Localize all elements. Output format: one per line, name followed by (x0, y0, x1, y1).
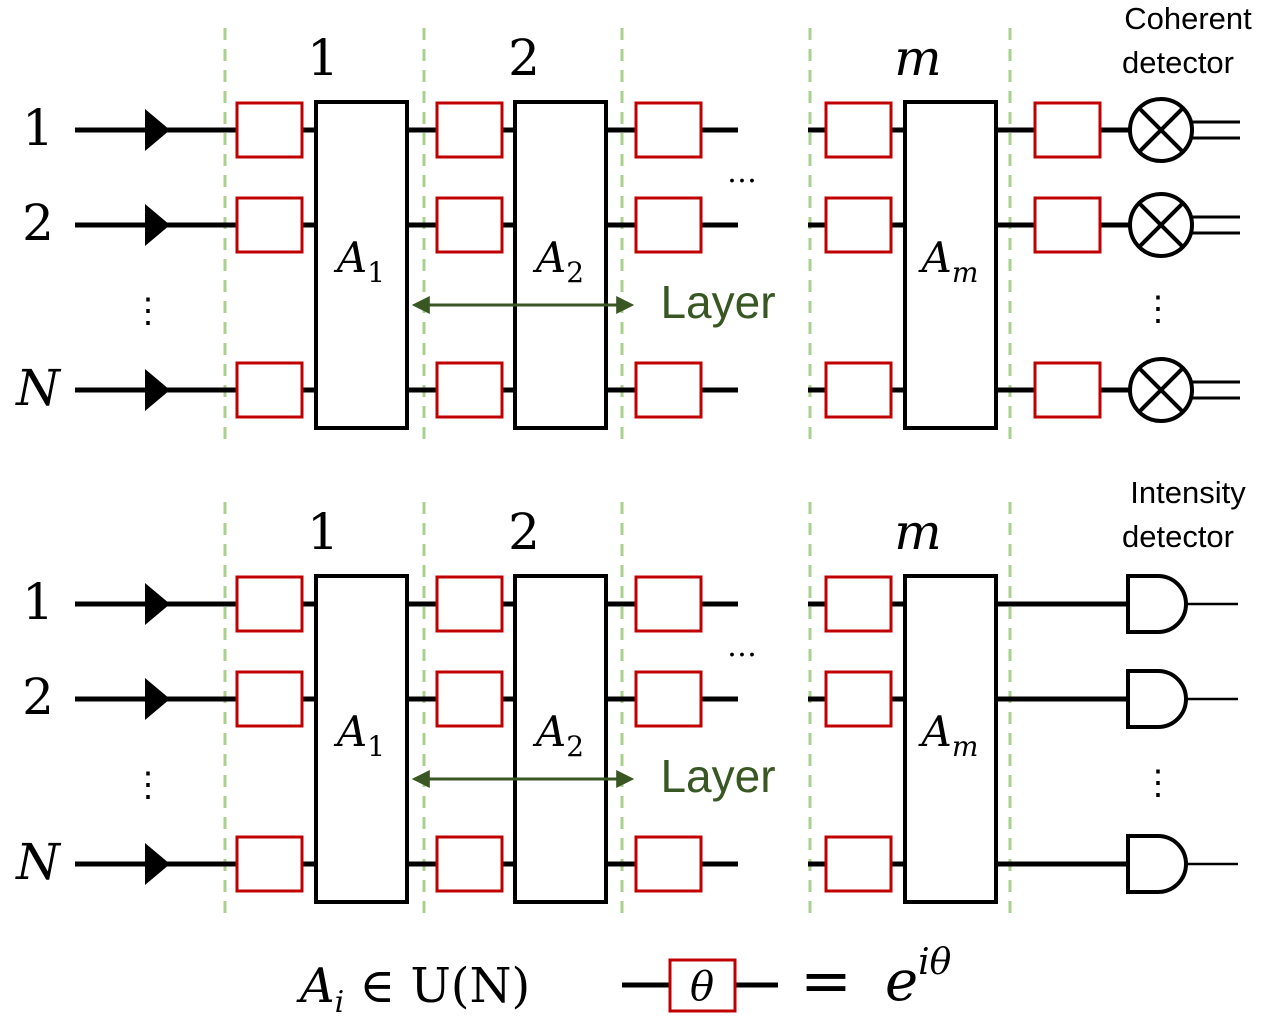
panel-coherent: A1 A2 Am 1 2 m 1 2 ⋮ N … Layer Coherent detector ⋮ (15, 1, 1252, 440)
unitary-block-label: A1 (333, 233, 385, 289)
input-arrow-icon (145, 369, 170, 411)
layer-number: 1 (307, 503, 339, 561)
unitary-block-label: Am (918, 233, 979, 289)
phase-shifter (634, 361, 703, 419)
wire-label: N (15, 359, 62, 417)
phase-shifter (235, 196, 304, 254)
phase-shifter (1033, 101, 1102, 159)
wire-label: 1 (22, 99, 54, 157)
unitary-block (903, 574, 998, 904)
phase-shifter (235, 361, 304, 419)
phase-shifter (824, 361, 893, 419)
phase-shifter (824, 670, 893, 728)
wire-label: 1 (22, 573, 54, 631)
unitary-block (314, 574, 409, 904)
wire-label: 2 (22, 668, 54, 726)
wire-label: 2 (22, 194, 54, 252)
phase-shifter (824, 101, 893, 159)
phase-shifter (634, 670, 703, 728)
phase-shifter (435, 101, 504, 159)
layer-number: m (894, 29, 941, 87)
phase-expression: eiθ (885, 942, 952, 1014)
layer-number: 2 (508, 29, 540, 87)
panel-intensity: A1 A2 Am 1 2 m 1 2 ⋮ N … Layer Intensity detector ⋮ (15, 475, 1246, 914)
intensity-detector-icon (1126, 574, 1188, 634)
phase-shifter (634, 575, 703, 633)
detector-title: Intensity (1130, 475, 1246, 510)
unitary-block (513, 574, 608, 904)
input-arrow-icon (145, 843, 170, 885)
phase-shifter (1033, 361, 1102, 419)
phase-shifter (435, 575, 504, 633)
phase-symbol: θ (690, 964, 714, 1010)
phase-shifter (824, 196, 893, 254)
layer-number: m (894, 503, 941, 561)
input-arrow-icon (145, 678, 170, 720)
detector-ellipsis: ⋮ (1141, 763, 1175, 803)
wire-label: ⋮ (131, 291, 165, 331)
unitary-block-label: A1 (333, 707, 385, 763)
phase-shifter (435, 835, 504, 893)
phase-shifter (235, 575, 304, 633)
unitary-block (314, 100, 409, 430)
unitary-block-label: A2 (532, 707, 584, 763)
unitary-definition: Ai ∈ U(N) (296, 958, 530, 1020)
input-arrow-icon (145, 583, 170, 625)
detector-title: Coherent (1124, 1, 1252, 36)
layer-label: Layer (660, 750, 775, 802)
phase-shifter (235, 670, 304, 728)
wire-label: N (15, 833, 62, 891)
unitary-block-label: A2 (532, 233, 584, 289)
equals-sign: = (800, 944, 852, 1017)
phase-shifter (824, 575, 893, 633)
layer-number: 1 (307, 29, 339, 87)
phase-shifter (435, 670, 504, 728)
phase-shifter (1033, 196, 1102, 254)
input-arrow-icon (145, 204, 170, 246)
unitary-block-label: Am (918, 707, 979, 763)
phase-shifter (235, 835, 304, 893)
input-arrow-icon (145, 109, 170, 151)
legend-phase-shifter (668, 958, 737, 1013)
layer-label: Layer (660, 276, 775, 328)
intensity-detector-icon (1126, 834, 1188, 894)
phase-shifter (435, 361, 504, 419)
intensity-detector-icon (1126, 669, 1188, 729)
layer-ellipsis: … (727, 629, 757, 664)
unitary-block (513, 100, 608, 430)
phase-shifter (435, 196, 504, 254)
layer-ellipsis: … (727, 155, 757, 190)
detector-ellipsis: ⋮ (1141, 289, 1175, 329)
phase-shifter (634, 101, 703, 159)
wire-label: ⋮ (131, 765, 165, 805)
detector-title: detector (1122, 519, 1234, 554)
layer-number: 2 (508, 503, 540, 561)
phase-shifter (824, 835, 893, 893)
detector-title: detector (1122, 45, 1234, 80)
unitary-block (903, 100, 998, 430)
phase-shifter (634, 835, 703, 893)
phase-shifter (235, 101, 304, 159)
legend: Ai ∈ U(N) θ = eiθ (296, 942, 952, 1020)
phase-shifter (634, 196, 703, 254)
